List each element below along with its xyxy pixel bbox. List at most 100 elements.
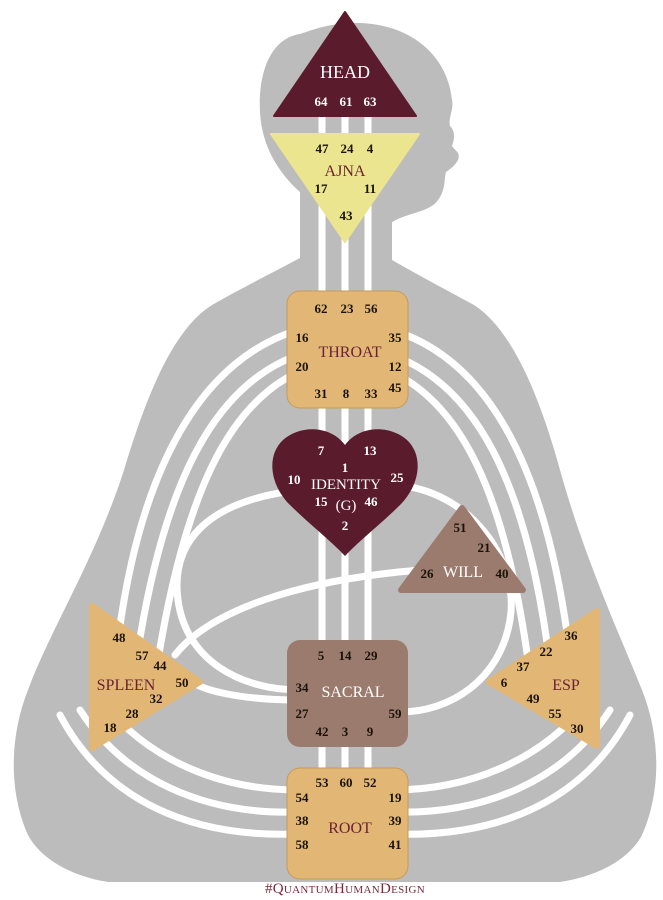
gate-number: 53	[316, 775, 330, 790]
esp-label: ESP	[552, 677, 580, 694]
spleen-triangle	[89, 603, 203, 751]
gate-number: 22	[540, 644, 553, 659]
gate-number: 51	[454, 520, 467, 535]
gate-number: 61	[340, 94, 353, 109]
gate-number: 38	[296, 813, 310, 828]
gate-number: 11	[364, 181, 376, 196]
gate-number: 49	[527, 691, 541, 706]
gate-number: 2	[342, 518, 349, 533]
channel-line	[391, 481, 515, 716]
footer-hashtag: #QuantumHumanDesign	[265, 881, 425, 897]
gate-number: 28	[126, 706, 140, 721]
gate-number: 60	[340, 775, 353, 790]
ajna-label: AJNA	[325, 163, 366, 180]
channel-line	[388, 351, 552, 654]
gate-number: 1	[342, 460, 349, 475]
sacral-square	[287, 640, 408, 747]
gate-number: 64	[315, 94, 329, 109]
gate-number: 31	[315, 386, 328, 401]
gate-number: 46	[365, 494, 379, 509]
gate-number: 56	[365, 301, 379, 316]
gate-number: 58	[296, 837, 310, 852]
gate-number: 5	[318, 648, 325, 663]
gate-number: 14	[339, 648, 353, 663]
gate-number: 41	[389, 837, 402, 852]
gate-number: 54	[296, 790, 310, 805]
gate-number: 13	[364, 443, 378, 458]
gate-number: 21	[478, 540, 491, 555]
channel-line	[388, 326, 572, 644]
channel-line	[154, 368, 302, 664]
gate-number: 9	[367, 724, 374, 739]
gate-number: 29	[365, 648, 379, 663]
head-triangle	[273, 11, 417, 117]
gate-number: 20	[296, 359, 309, 374]
gate-number: 6	[501, 675, 508, 690]
gate-number: 32	[150, 691, 163, 706]
gate-number: 63	[364, 94, 378, 109]
gate-number: 33	[365, 386, 379, 401]
channel-line	[388, 368, 532, 664]
gate-number: 62	[315, 301, 328, 316]
spleen-center: 48 57 44 SPLEEN 50 32 28 18	[89, 603, 203, 751]
ajna-center: 47 24 4 AJNA 17 11 43	[270, 133, 420, 243]
gate-number: 10	[288, 472, 301, 487]
will-label: WILL	[443, 564, 483, 581]
channel-line	[173, 486, 304, 694]
sacral-center: 5 14 29 34 SACRAL 27 59 42 3 9	[287, 640, 408, 747]
will-triangle	[398, 505, 526, 593]
gate-number: 59	[389, 706, 403, 721]
head-center: HEAD 64 61 63	[273, 11, 417, 117]
gate-number: 35	[389, 330, 403, 345]
gate-number: 47	[316, 141, 330, 156]
gate-number: 23	[341, 301, 355, 316]
throat-label: THROAT	[318, 344, 381, 361]
throat-center: 62 23 56 16 35 THROAT 20 12 45 31 8 33	[286, 290, 409, 409]
channel-line	[134, 351, 302, 654]
will-center: 51 21 26 WILL 40	[398, 505, 526, 593]
gate-number: 36	[565, 628, 579, 643]
gate-number: 44	[154, 658, 168, 673]
gate-number: 50	[176, 675, 189, 690]
identity-center: 7 13 1 10 IDENTITY 25 15 (G) 46 2	[272, 429, 418, 556]
gate-number: 40	[496, 566, 509, 581]
gate-number: 16	[296, 330, 310, 345]
gate-number: 25	[391, 470, 405, 485]
gate-number: 26	[421, 566, 435, 581]
root-label: ROOT	[328, 820, 372, 837]
gate-number: 8	[343, 386, 350, 401]
gate-number: 37	[517, 659, 531, 674]
ajna-triangle	[270, 133, 420, 243]
gate-number: 4	[367, 141, 374, 156]
channel-line	[56, 711, 302, 838]
throat-square	[286, 290, 409, 409]
gate-number: 15	[315, 494, 329, 509]
root-square	[286, 767, 409, 880]
gate-number: 42	[316, 724, 329, 739]
channel-line	[388, 711, 634, 838]
spleen-label: SPLEEN	[97, 677, 156, 694]
gate-number: 17	[315, 181, 329, 196]
gate-number: 48	[113, 630, 127, 645]
gate-number: 3	[342, 724, 349, 739]
gate-number: 45	[389, 380, 403, 395]
gate-number: 30	[571, 721, 584, 736]
gate-number: 24	[341, 141, 355, 156]
sacral-label: SACRAL	[321, 684, 384, 701]
gate-number: 7	[318, 443, 325, 458]
gate-number: 55	[549, 706, 563, 721]
gate-number: 34	[296, 680, 310, 695]
gate-number: 27	[296, 706, 310, 721]
channel-line	[114, 326, 302, 644]
esp-center: 36 22 37 6 ESP 49 55 30	[486, 608, 600, 749]
channel-line	[171, 566, 424, 659]
esp-triangle	[486, 608, 600, 749]
identity-sublabel: (G)	[336, 498, 357, 514]
gate-number: 12	[389, 359, 402, 374]
head-label: HEAD	[320, 62, 370, 82]
gate-number: 19	[389, 790, 403, 805]
gate-number: 43	[340, 208, 354, 223]
gate-number: 39	[389, 813, 403, 828]
gate-number: 52	[364, 775, 377, 790]
